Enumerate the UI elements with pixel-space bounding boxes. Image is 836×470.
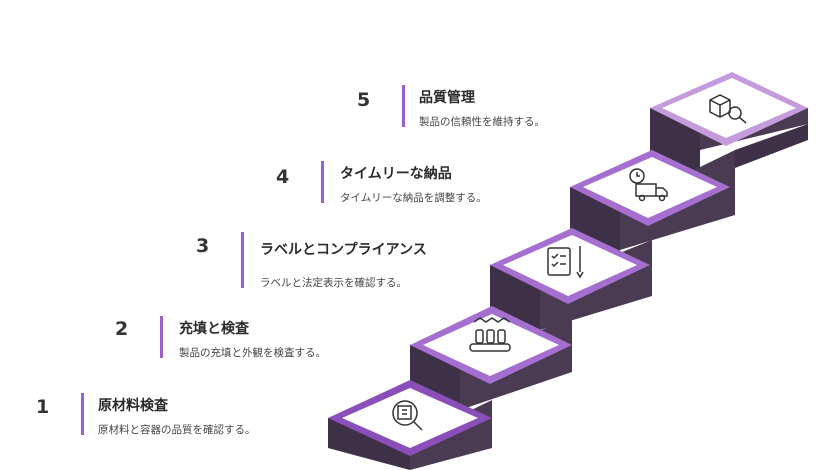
step-accent-bar bbox=[81, 393, 84, 435]
step-description: 原材料と容器の品質を確認する。 bbox=[98, 424, 256, 436]
step-number: 3 bbox=[196, 235, 210, 257]
step-accent-bar bbox=[402, 85, 405, 127]
step-title: 充填と検査 bbox=[179, 321, 249, 337]
step-tread-2 bbox=[410, 306, 572, 384]
step-accent-bar bbox=[321, 161, 324, 203]
step-description: ラベルと法定表示を確認する。 bbox=[260, 277, 407, 289]
checklist-pen-icon bbox=[547, 246, 584, 279]
delivery-truck-clock-icon bbox=[629, 168, 668, 202]
step-tread-1 bbox=[328, 380, 492, 456]
step-title: タイムリーな納品 bbox=[340, 166, 452, 182]
step-accent-bar bbox=[160, 316, 163, 358]
step-number: 5 bbox=[357, 89, 371, 111]
bottling-conveyor-icon bbox=[469, 317, 511, 352]
step-accent-bar bbox=[241, 232, 244, 288]
box-magnifier-icon bbox=[709, 94, 747, 124]
step-number: 4 bbox=[276, 166, 290, 188]
step-description: タイムリーな納品を調整する。 bbox=[340, 192, 487, 204]
step-title: 原材料検査 bbox=[98, 398, 168, 414]
document-magnifier-icon bbox=[392, 400, 423, 431]
step-description: 製品の充填と外観を検査する。 bbox=[179, 347, 326, 359]
step-title: ラベルとコンプライアンス bbox=[260, 242, 427, 258]
step-number: 2 bbox=[115, 318, 129, 340]
step-title: 品質管理 bbox=[419, 90, 475, 106]
step-tread-4 bbox=[570, 150, 730, 226]
step-description: 製品の信頼性を維持する。 bbox=[419, 116, 545, 128]
step-number: 1 bbox=[36, 396, 50, 418]
step-tread-5 bbox=[650, 72, 808, 146]
